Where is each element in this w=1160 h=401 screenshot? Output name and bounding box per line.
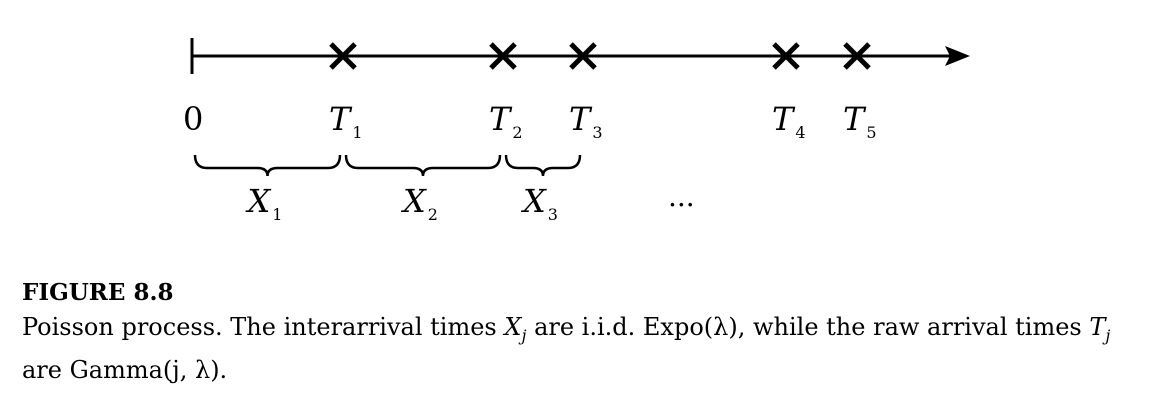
arrival-mark-2: [489, 42, 517, 70]
interval-brace-3: [504, 154, 582, 177]
figure-label: FIGURE 8.8: [22, 279, 174, 306]
caption-t-sub: j: [1105, 326, 1111, 345]
caption-text-part1: Poisson process. The interarrival times: [22, 313, 505, 341]
caption-x-symbol: X: [504, 313, 522, 341]
arrival-mark-4: [772, 42, 800, 70]
arrival-mark-1: [329, 42, 357, 70]
ellipsis: ...: [668, 180, 695, 213]
caption-text: Poisson process. The interarrival times …: [22, 310, 1152, 387]
caption-x-sub: j: [521, 326, 527, 345]
caption-t-symbol: T: [1089, 313, 1106, 341]
arrival-mark-3: [569, 42, 597, 70]
caption-text-part3: are Gamma(j, λ).: [22, 356, 228, 384]
interval-brace-1: [193, 154, 342, 177]
axis-arrowhead: [945, 46, 970, 66]
arrival-mark-5: [843, 42, 871, 70]
figure-caption: FIGURE 8.8 Poisson process. The interarr…: [22, 276, 1152, 387]
interval-brace-2: [344, 154, 502, 177]
caption-text-part2: are i.i.d. Expo(λ), while the raw arriva…: [526, 313, 1090, 341]
origin-label: 0: [183, 100, 203, 138]
